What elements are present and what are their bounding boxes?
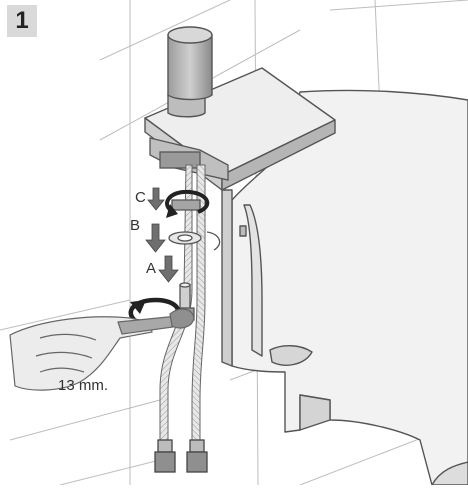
down-arrow-icon (158, 255, 179, 283)
wrench-size-label: 13 mm. (58, 377, 109, 394)
step-number-badge: 1 (7, 5, 37, 37)
mounting-block (149, 137, 229, 181)
faucet-body (167, 26, 213, 101)
hand-with-wrench (9, 308, 195, 391)
label-c: C (135, 189, 146, 206)
rotate-arrow-icon (165, 189, 210, 218)
label-a: A (146, 260, 157, 277)
fixing-parts (168, 199, 221, 321)
down-arrow-icon (147, 187, 165, 211)
hose-fittings (154, 439, 208, 473)
basin (221, 89, 468, 486)
label-b: B (130, 217, 141, 234)
down-arrow-icon (145, 223, 166, 253)
